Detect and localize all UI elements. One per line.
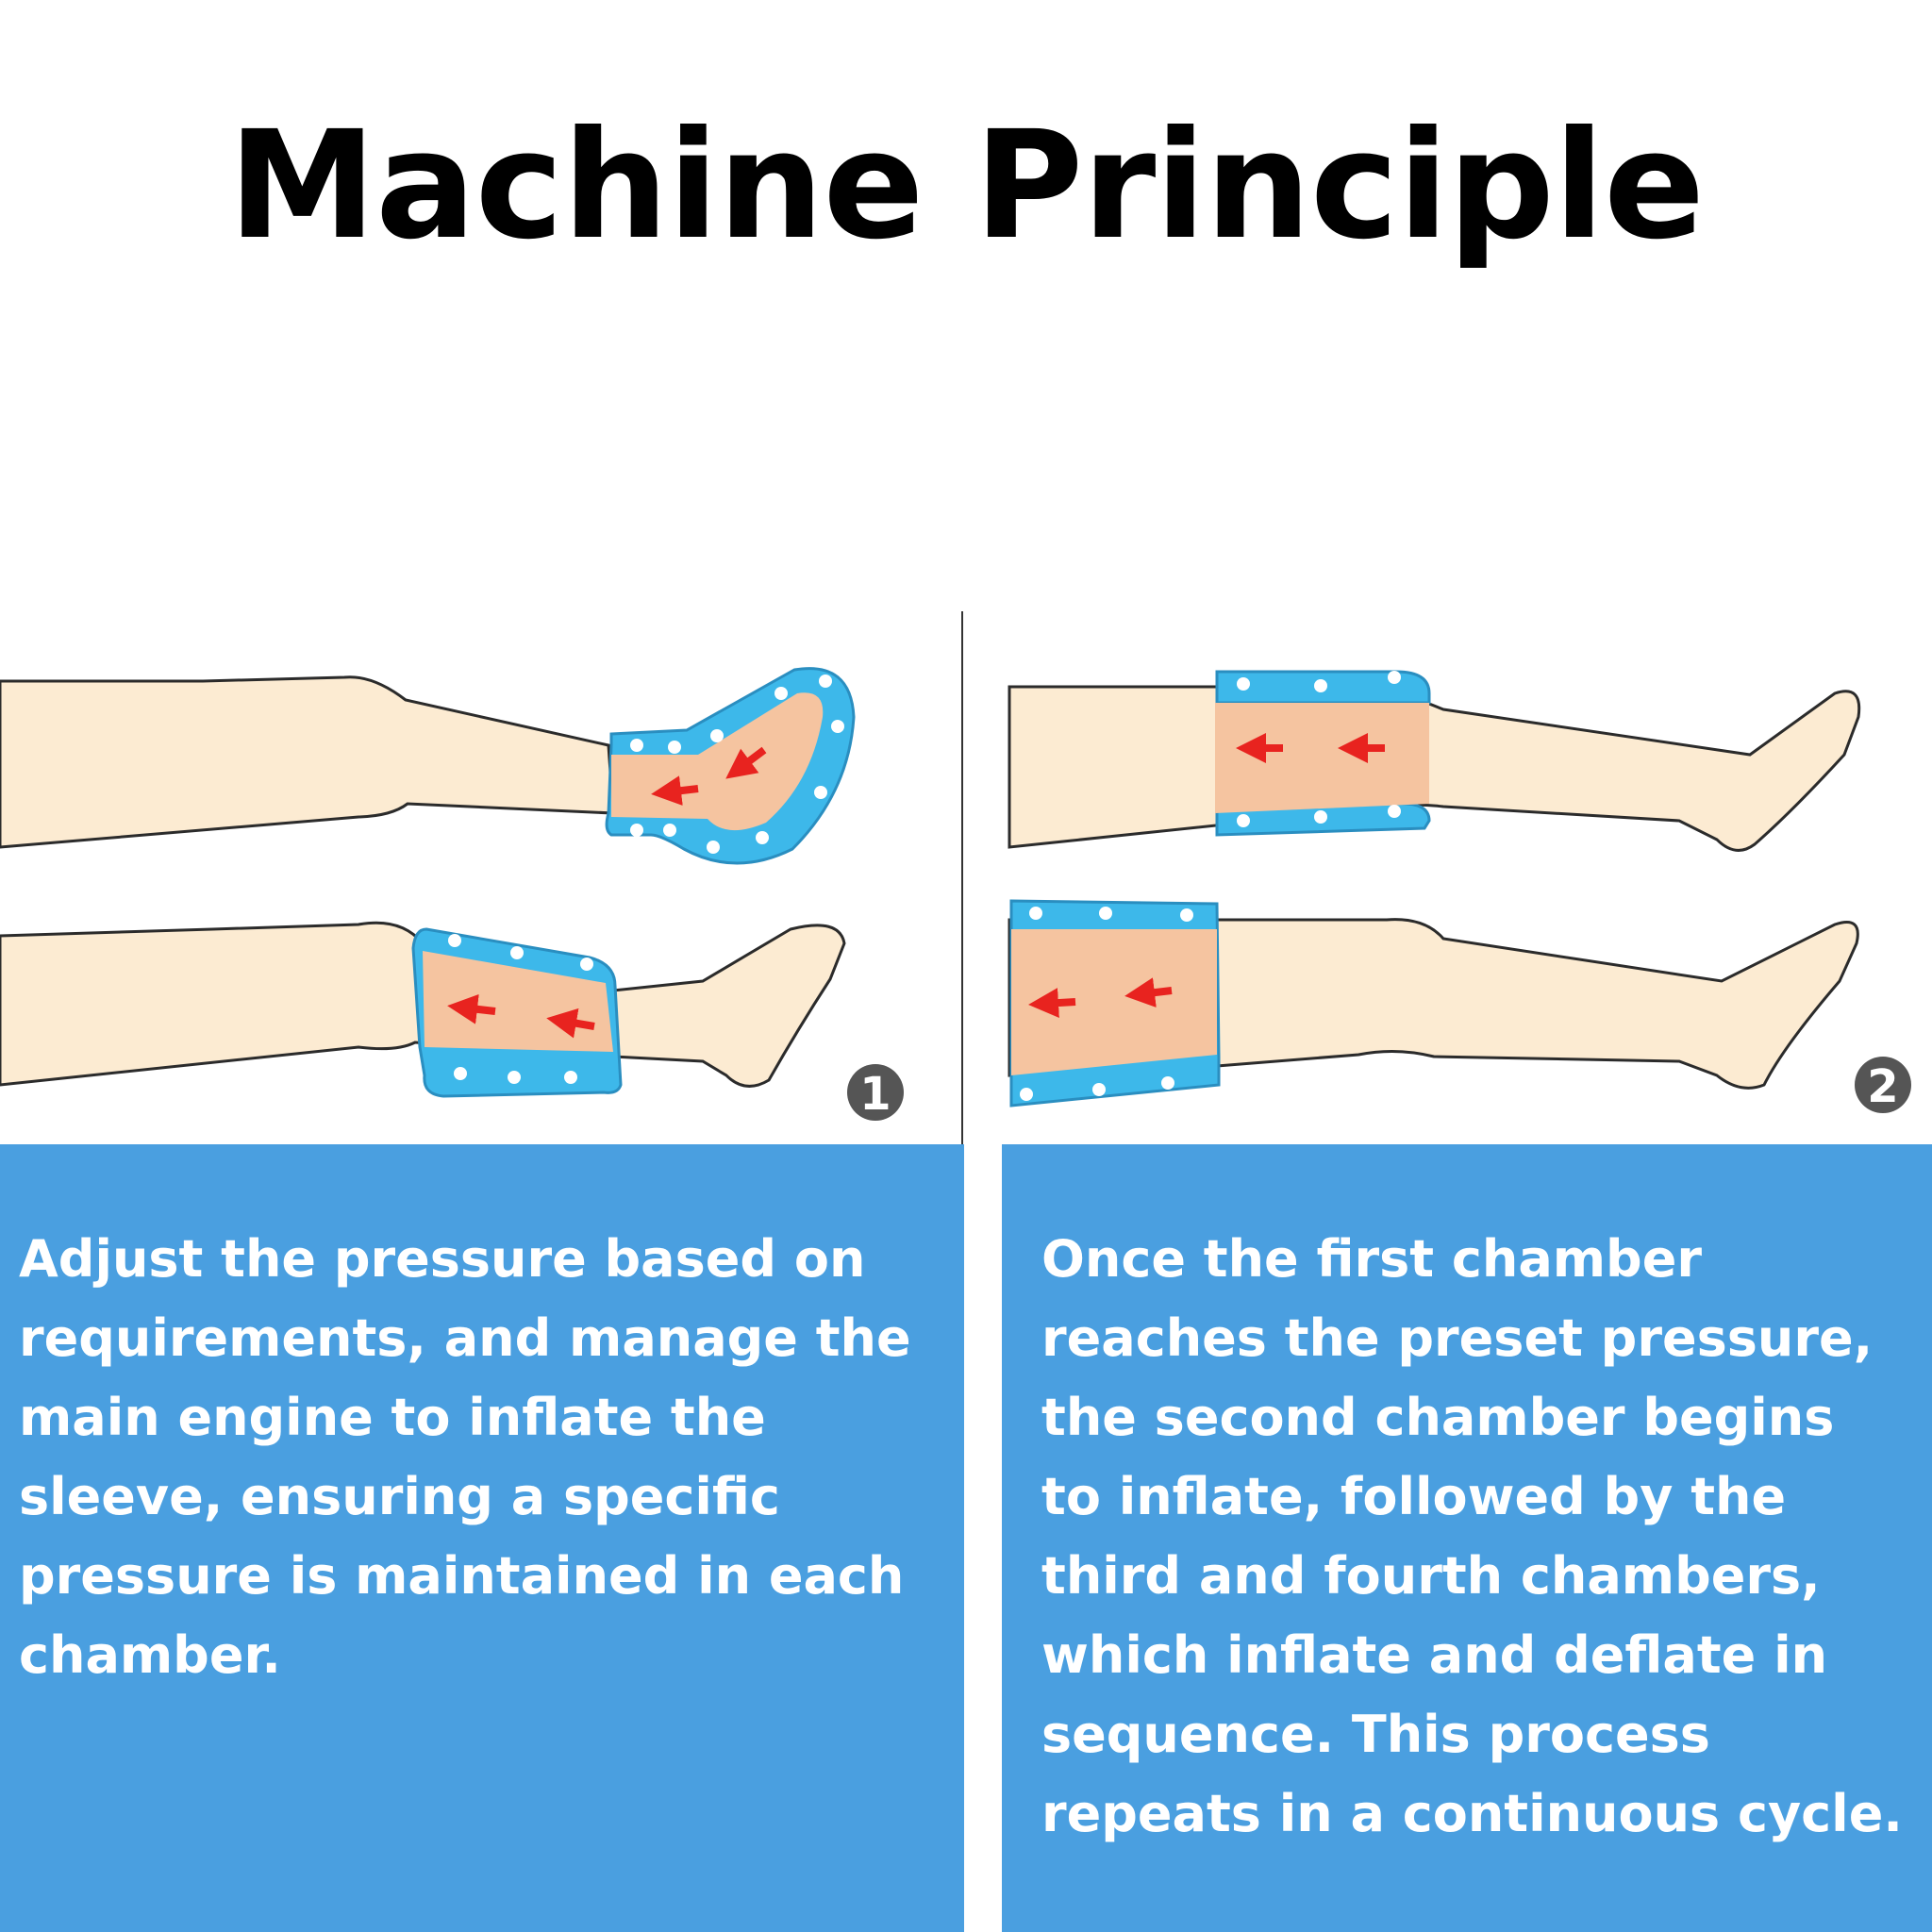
pressure-arrow: [546, 1008, 595, 1039]
step-number-1: 1: [859, 1068, 891, 1121]
page-title: Machine Principle: [227, 99, 1705, 273]
cuff-dots: [1237, 671, 1401, 827]
leg-step2-bottom: [1008, 899, 1859, 1108]
step2-panel: Once the first chamber reaches the prese…: [1002, 1144, 1932, 1932]
leg-step1-top: [0, 667, 856, 865]
compression-diagram: 1 2: [0, 611, 1911, 1146]
step1-panel: Adjust the pressure based on requirement…: [0, 1144, 964, 1932]
step-number-2: 2: [1867, 1060, 1898, 1113]
cuff-dots: [630, 675, 844, 854]
pressure-arrow: [725, 746, 767, 779]
cuff-dots: [1020, 907, 1193, 1101]
step1-description: Adjust the pressure based on requirement…: [19, 1229, 911, 1685]
pressure-arrow: [1124, 977, 1173, 1008]
pressure-arrow: [651, 775, 699, 807]
pressure-arrow: [447, 993, 496, 1024]
leg-step2-top: [1008, 670, 1861, 852]
step-badge-2: 2: [1855, 1057, 1911, 1113]
cuff-dots: [448, 934, 593, 1084]
step2-description: Once the first chamber reaches the prese…: [1041, 1229, 1903, 1843]
step-badge-1: 1: [847, 1064, 904, 1121]
leg-step1-bottom: [0, 921, 846, 1098]
pressure-arrow: [1028, 988, 1076, 1019]
